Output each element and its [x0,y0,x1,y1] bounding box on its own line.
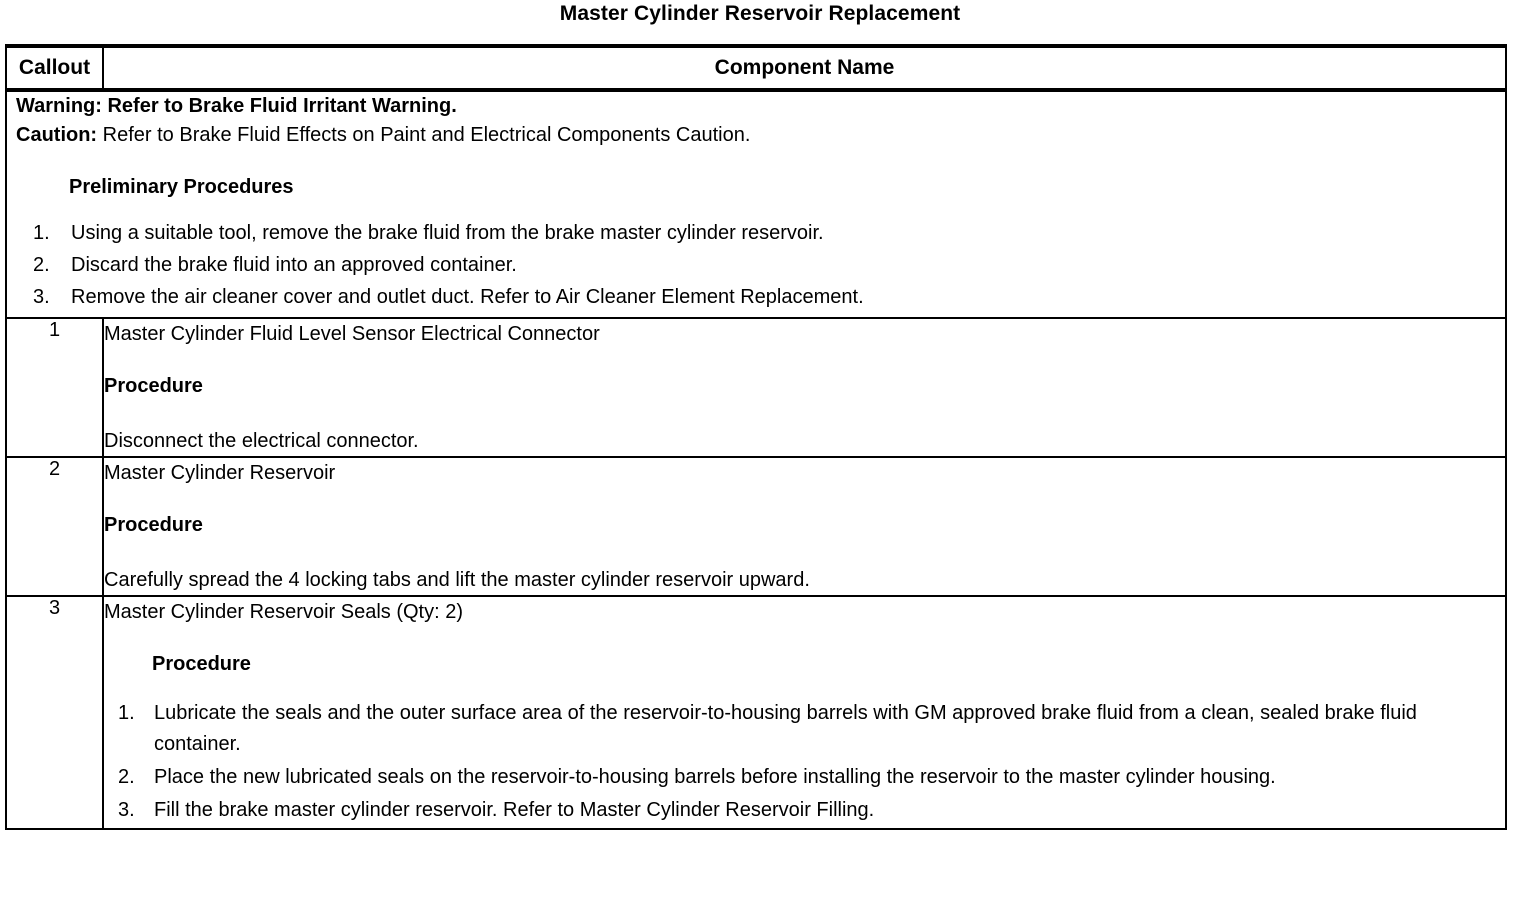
list-item-text: Place the new lubricated seals on the re… [154,766,1276,788]
component-cell: Master Cylinder Reservoir Procedure Care… [102,456,1507,597]
procedure-table: Callout Component Name Warning: Refer to… [5,44,1507,830]
procedure-label: Procedure [152,653,251,675]
column-header-callout: Callout [5,44,104,92]
procedure-table-container: Callout Component Name Warning: Refer to… [5,44,1507,830]
list-item-text: Fill the brake master cylinder reservoir… [154,799,875,821]
list-item-number: 2. [118,766,135,788]
procedure-label: Procedure [104,375,203,397]
caution-text: Refer to Brake Fluid Effects on Paint an… [97,124,751,146]
notice-cell: Warning: Refer to Brake Fluid Irritant W… [5,89,1507,319]
list-item-text: Discard the brake fluid into an approved… [71,254,517,276]
component-name: Master Cylinder Fluid Level Sensor Elect… [104,323,600,345]
list-item: 3. Remove the air cleaner cover and outl… [7,281,1505,313]
warning-label: Warning: [16,95,102,117]
list-item-text: Lubricate the seals and the outer surfac… [154,702,1417,755]
table-row: 2 Master Cylinder Reservoir Procedure Ca… [5,456,1507,597]
notice-row: Warning: Refer to Brake Fluid Irritant W… [5,89,1507,319]
component-cell: Master Cylinder Reservoir Seals (Qty: 2)… [102,595,1507,830]
callout-number: 3 [5,595,104,830]
list-item: 1. Lubricate the seals and the outer sur… [104,698,1505,760]
list-item-text: Remove the air cleaner cover and outlet … [71,286,864,308]
warning-text: Refer to Brake Fluid Irritant Warning. [101,95,457,117]
list-item-number: 3. [33,286,50,308]
table-header-row: Callout Component Name [5,44,1507,92]
preliminary-steps-list: 1. Using a suitable tool, remove the bra… [7,217,1505,313]
component-cell: Master Cylinder Fluid Level Sensor Elect… [102,317,1507,458]
list-item: 1. Using a suitable tool, remove the bra… [7,217,1505,249]
warning-line: Warning: Refer to Brake Fluid Irritant W… [7,92,1505,121]
caution-line: Caution: Refer to Brake Fluid Effects on… [7,121,1505,150]
caution-label: Caution: [16,124,98,146]
table-row: 1 Master Cylinder Fluid Level Sensor Ele… [5,317,1507,458]
list-item-text: Using a suitable tool, remove the brake … [71,222,824,244]
list-item: 3. Fill the brake master cylinder reserv… [104,795,1505,826]
procedure-label: Procedure [104,514,203,536]
list-item-number: 1. [33,222,50,244]
callout-number: 2 [5,456,104,597]
preliminary-procedures-heading: Preliminary Procedures [69,176,294,198]
list-item: 2. Discard the brake fluid into an appro… [7,249,1505,281]
procedure-steps-list: 1. Lubricate the seals and the outer sur… [104,698,1505,826]
procedure-text: Disconnect the electrical connector. [104,430,419,452]
list-item-number: 1. [118,702,135,724]
column-header-component-name: Component Name [102,44,1507,92]
list-item-number: 3. [118,799,135,821]
component-name: Master Cylinder Reservoir [104,462,336,484]
page-title: Master Cylinder Reservoir Replacement [559,2,961,25]
table-row: 3 Master Cylinder Reservoir Seals (Qty: … [5,595,1507,830]
procedure-text: Carefully spread the 4 locking tabs and … [104,569,810,591]
component-name: Master Cylinder Reservoir Seals (Qty: 2) [104,601,463,623]
list-item-number: 2. [33,254,50,276]
callout-number: 1 [5,317,104,458]
list-item: 2. Place the new lubricated seals on the… [104,762,1505,793]
